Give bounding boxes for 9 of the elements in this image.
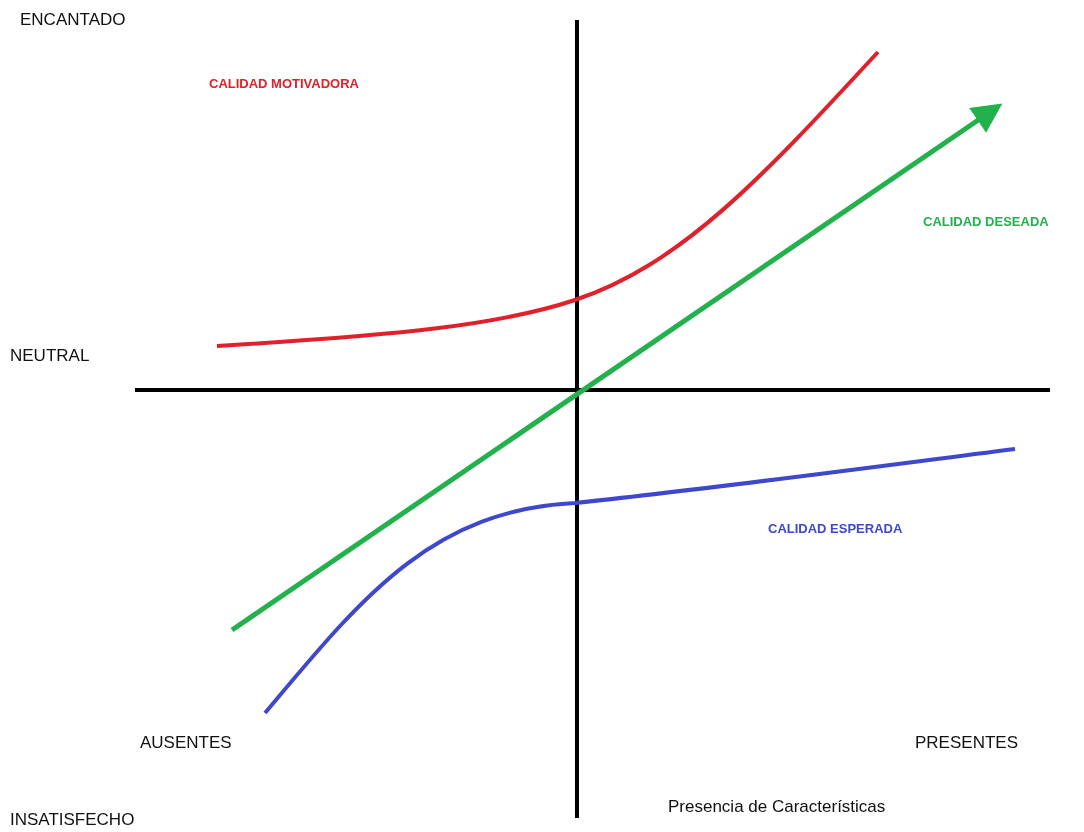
axis-label: ENCANTADO (20, 10, 126, 30)
axis-title: Presencia de Características (668, 797, 886, 817)
curve-label: CALIDAD MOTIVADORA (209, 76, 359, 91)
axis-label: PRESENTES (915, 733, 1018, 753)
curve-label: CALIDAD DESEADA (923, 214, 1049, 229)
curve-label: CALIDAD ESPERADA (768, 521, 903, 536)
axis-label: AUSENTES (140, 733, 232, 753)
axis-label: INSATISFECHO (10, 810, 135, 830)
axis-label: NEUTRAL (10, 346, 90, 366)
